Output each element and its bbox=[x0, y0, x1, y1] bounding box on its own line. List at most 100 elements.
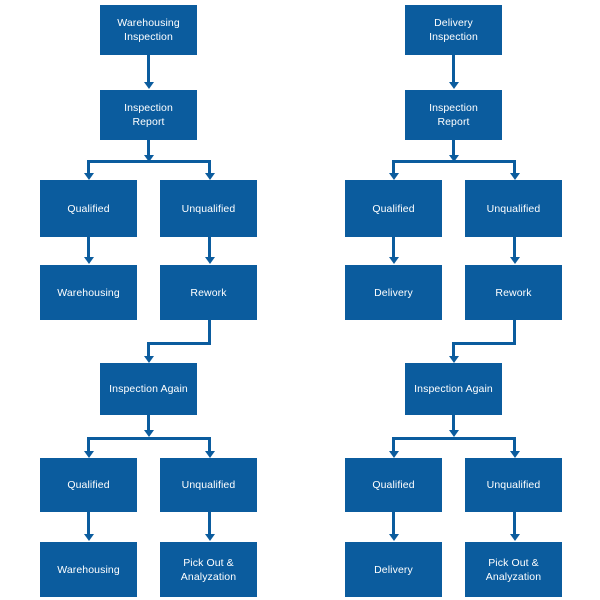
arrowhead-to-inspection-again bbox=[448, 356, 459, 363]
arrowhead-to-unqualified-1 bbox=[204, 173, 215, 180]
node-label: Warehousing bbox=[57, 286, 120, 299]
connector-inspection-again-to-split2 bbox=[147, 415, 150, 433]
node-label: Qualified bbox=[67, 479, 110, 491]
split-bus-1 bbox=[87, 160, 211, 163]
elbow-rework-left bbox=[147, 342, 211, 345]
node-qualified-2[interactable]: Qualified bbox=[345, 458, 442, 512]
elbow-rework-down bbox=[208, 320, 211, 345]
node-inspection-report[interactable]: Inspection Report bbox=[405, 90, 502, 140]
elbow-rework-to-inspection-again bbox=[452, 342, 455, 358]
split-left-drop-2 bbox=[392, 437, 395, 453]
node-warehousing-outcome-1[interactable]: Warehousing bbox=[40, 265, 137, 320]
arrowhead-qualified1-outcome1 bbox=[388, 257, 399, 264]
node-label: Unqualified bbox=[181, 479, 236, 491]
connector-start-to-report bbox=[452, 55, 455, 83]
node-unqualified-2[interactable]: Unqualified bbox=[465, 458, 562, 512]
connector-qualified2-to-outcome2 bbox=[87, 512, 90, 535]
split-left-drop-2 bbox=[87, 437, 90, 453]
arrowhead-unqualified2-pickout bbox=[509, 534, 520, 541]
elbow-rework-to-inspection-again bbox=[147, 342, 150, 358]
connector-unqualified1-to-rework bbox=[513, 237, 516, 258]
arrowhead-inspection-again-split2 bbox=[448, 430, 459, 437]
connector-unqualified2-to-pickout bbox=[208, 512, 211, 535]
arrowhead-start-to-report bbox=[143, 82, 154, 89]
arrowhead-to-qualified-1 bbox=[388, 173, 399, 180]
node-rework[interactable]: Rework bbox=[160, 265, 257, 320]
node-label: Unqualified bbox=[181, 202, 236, 215]
node-qualified-2[interactable]: Qualified bbox=[40, 458, 137, 512]
node-label: Delivery Inspection bbox=[429, 17, 478, 43]
node-delivery-outcome-2[interactable]: Delivery bbox=[345, 542, 442, 597]
node-unqualified-1[interactable]: Unqualified bbox=[465, 180, 562, 237]
node-delivery-inspection[interactable]: Delivery Inspection bbox=[405, 5, 502, 55]
node-label: Warehousing bbox=[57, 563, 120, 576]
split-bus-2 bbox=[392, 437, 516, 440]
node-warehousing-outcome-2[interactable]: Warehousing bbox=[40, 542, 137, 597]
node-label: Inspection Again bbox=[414, 383, 493, 395]
connector-qualified1-to-outcome1 bbox=[392, 237, 395, 258]
arrowhead-qualified2-outcome2 bbox=[388, 534, 399, 541]
node-unqualified-1[interactable]: Unqualified bbox=[160, 180, 257, 237]
arrowhead-to-qualified-1 bbox=[83, 173, 94, 180]
connector-report-to-split bbox=[147, 140, 150, 158]
node-delivery-outcome-1[interactable]: Delivery bbox=[345, 265, 442, 320]
node-qualified-1[interactable]: Qualified bbox=[40, 180, 137, 237]
node-inspection-report[interactable]: Inspection Report bbox=[100, 90, 197, 140]
split-right-drop-1 bbox=[513, 160, 516, 175]
connector-unqualified1-to-rework bbox=[208, 237, 211, 258]
node-pick-out-analyzation[interactable]: Pick Out & Analyzation bbox=[465, 542, 562, 597]
split-bus-2 bbox=[87, 437, 211, 440]
node-label: Qualified bbox=[372, 202, 415, 215]
arrowhead-to-unqualified-1 bbox=[509, 173, 520, 180]
node-rework[interactable]: Rework bbox=[465, 265, 562, 320]
arrowhead-report-split bbox=[143, 155, 154, 162]
node-unqualified-2[interactable]: Unqualified bbox=[160, 458, 257, 512]
node-inspection-again[interactable]: Inspection Again bbox=[405, 363, 502, 415]
arrowhead-to-qualified-2 bbox=[83, 451, 94, 458]
split-right-drop-1 bbox=[208, 160, 211, 175]
arrowhead-qualified1-outcome1 bbox=[83, 257, 94, 264]
node-label: Rework bbox=[190, 286, 227, 299]
node-warehousing-inspection[interactable]: Warehousing Inspection bbox=[100, 5, 197, 55]
node-label: Pick Out & Analyzation bbox=[180, 556, 237, 583]
node-pick-out-analyzation[interactable]: Pick Out & Analyzation bbox=[160, 542, 257, 597]
split-right-drop-2 bbox=[208, 437, 211, 453]
node-label: Inspection Again bbox=[109, 383, 188, 395]
split-right-drop-2 bbox=[513, 437, 516, 453]
connector-report-to-split bbox=[452, 140, 455, 158]
node-label: Qualified bbox=[372, 479, 415, 491]
arrowhead-inspection-again-split2 bbox=[143, 430, 154, 437]
arrowhead-qualified2-outcome2 bbox=[83, 534, 94, 541]
connector-qualified1-to-outcome1 bbox=[87, 237, 90, 258]
connector-unqualified2-to-pickout bbox=[513, 512, 516, 535]
arrowhead-unqualified1-rework bbox=[204, 257, 215, 264]
node-label: Delivery bbox=[374, 286, 413, 299]
split-bus-1 bbox=[392, 160, 516, 163]
arrowhead-to-unqualified-2 bbox=[509, 451, 520, 458]
node-label: Inspection Report bbox=[124, 102, 173, 128]
split-left-drop-1 bbox=[392, 160, 395, 175]
node-label: Pick Out & Analyzation bbox=[485, 556, 542, 583]
node-label: Rework bbox=[495, 286, 532, 299]
arrowhead-unqualified2-pickout bbox=[204, 534, 215, 541]
arrowhead-to-unqualified-2 bbox=[204, 451, 215, 458]
node-label: Unqualified bbox=[486, 479, 541, 491]
arrowhead-to-inspection-again bbox=[143, 356, 154, 363]
node-qualified-1[interactable]: Qualified bbox=[345, 180, 442, 237]
connector-inspection-again-to-split2 bbox=[452, 415, 455, 433]
node-inspection-again[interactable]: Inspection Again bbox=[100, 363, 197, 415]
node-label: Warehousing Inspection bbox=[117, 17, 180, 43]
node-label: Qualified bbox=[67, 202, 110, 215]
node-label: Delivery bbox=[374, 563, 413, 576]
elbow-rework-left bbox=[452, 342, 516, 345]
arrowhead-unqualified1-rework bbox=[509, 257, 520, 264]
node-label: Inspection Report bbox=[429, 102, 478, 128]
arrowhead-to-qualified-2 bbox=[388, 451, 399, 458]
elbow-rework-down bbox=[513, 320, 516, 345]
split-left-drop-1 bbox=[87, 160, 90, 175]
connector-qualified2-to-outcome2 bbox=[392, 512, 395, 535]
arrowhead-report-split bbox=[448, 155, 459, 162]
node-label: Unqualified bbox=[486, 202, 541, 215]
arrowhead-start-to-report bbox=[448, 82, 459, 89]
